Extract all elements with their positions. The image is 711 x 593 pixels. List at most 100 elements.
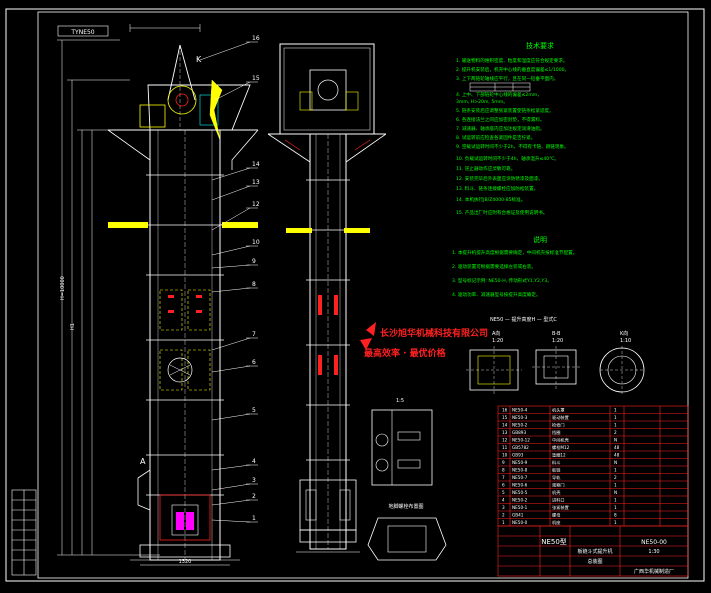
tech-item-12: 12. 安装完毕后外表面应涂防锈漆及面漆。: [456, 175, 543, 182]
tech-item-7: 7. 减速器、轴承座内应加注规定润滑油脂。: [456, 125, 545, 132]
bom-cell: NE50-2: [512, 423, 528, 428]
bom-cell: 16: [502, 408, 508, 413]
bom-cell: 11: [502, 445, 508, 450]
bom-cell: 12: [502, 438, 508, 443]
svg-text:H=10000: H=10000: [60, 276, 66, 300]
bom-cell: 螺栓M12: [552, 444, 570, 451]
note-4: 4. 驱动功率、减速器型号按提升高度确定。: [452, 291, 541, 298]
bom-cell: 48: [614, 453, 620, 458]
bom-cell: 1: [614, 468, 617, 473]
watermark-company: 长沙旭华机械科技有限公司: [380, 327, 488, 339]
svg-text:1320: 1320: [179, 559, 192, 565]
top-left-tag: TYNE50: [70, 29, 94, 36]
bom-cell: NE50-3: [512, 415, 528, 420]
tech-item-9: 9. 空载试运转时间不少于2h，不得有卡链、跳链现象。: [456, 143, 569, 150]
bom-cell: NE50-9: [512, 460, 528, 465]
bom-cell: 1: [614, 423, 617, 428]
title-sheet: 总装图: [587, 558, 602, 565]
bom-cell: 1: [614, 415, 617, 420]
bom-cell: 8: [502, 468, 505, 473]
bom-cell: 3: [502, 505, 505, 510]
label-k: K: [196, 55, 202, 64]
tech-item-5: 5. 链条安装后应调整张紧装置使链条松紧适度。: [456, 107, 554, 114]
bom-cell: 中间机壳: [552, 437, 570, 444]
part-no-2: 2: [252, 493, 256, 500]
bom-cell: 2: [614, 475, 617, 480]
bom-cell: 14: [502, 423, 508, 428]
section-c-label: K向: [620, 330, 628, 337]
tech-title: 技术要求: [526, 41, 554, 50]
bom-cell: GB41: [512, 513, 524, 518]
tech-requirements: 技术要求 1. 输送物料的堆积密度、粒度和温度应符合规定要求。 2. 提升机安装…: [452, 41, 577, 323]
title-drawing-no: NE50-00: [641, 539, 667, 546]
watermark: 长沙旭华机械科技有限公司 最高效率 · 最优价格: [360, 322, 488, 359]
label-a: A: [140, 457, 146, 466]
part-no-13: 13: [252, 179, 260, 186]
bom-cell: 1: [502, 520, 505, 525]
bom-cell: 检修门: [552, 422, 565, 429]
bom-cell: 1: [614, 483, 617, 488]
bom-cell: NE50-2: [512, 498, 528, 503]
bom-table: [497, 405, 689, 527]
bottom-view-label: 地脚螺栓布置图: [388, 503, 423, 510]
tech-item-15: 15. 产品出厂时应附有合格证及使用说明书。: [456, 209, 547, 216]
bom-cell: NE50-5: [512, 490, 528, 495]
title-scale: 1:30: [648, 549, 659, 555]
bom-cell: 48: [614, 445, 620, 450]
title-company: 广西华机械制造厂: [634, 568, 674, 575]
bom-cell: 5: [502, 490, 505, 495]
bom-cell: 1: [614, 505, 617, 510]
bom-cell: 9: [502, 460, 505, 465]
tech-item-4b: 3mm, H>20m, 5mm。: [456, 99, 508, 105]
title-model: NE50型: [541, 537, 567, 546]
bom-cell: 导轨: [552, 474, 561, 481]
section-a-scale: 1:20: [492, 338, 503, 344]
left-margin-grid: [11, 489, 37, 576]
bom-cell: 7: [502, 475, 505, 480]
bom-cell: 观察门: [552, 482, 565, 489]
bom-cell: 4: [502, 498, 505, 503]
bom-cell: 1: [614, 520, 617, 525]
bom-cell: 机头罩: [552, 407, 565, 414]
inner-frame: [37, 11, 689, 579]
bom-cell: GB893: [512, 430, 526, 435]
bom-cell: NE50-1: [512, 505, 528, 510]
bom-cell: 垫圈12: [552, 452, 566, 459]
notes-title: 说明: [533, 235, 547, 244]
bom-cell: 驱动装置: [552, 414, 569, 421]
bom-cell: N: [614, 490, 617, 495]
note-2: 2. 驱动装置可根据需要选择左装或右装。: [452, 263, 536, 270]
section-b-scale: 1:20: [552, 338, 563, 344]
bom-cell: 10: [502, 453, 508, 458]
part-no-9: 9: [252, 258, 256, 265]
bom-cell: 螺母: [552, 512, 560, 519]
tech-item-14: 14. 本机执行JB/Z4000-85标准。: [456, 196, 525, 203]
section-c-scale: 1:10: [620, 338, 631, 344]
tech-item-10: 10. 负载试运转时间不少于4h，轴承温升≤40℃。: [456, 155, 559, 162]
part-numbers: 16 15 14 13 12 10 9 8 7 6 5 4 3 2 1: [252, 35, 260, 522]
bom-cell: 2: [614, 430, 617, 435]
note-3: 3. 型号标记示例: NE50-H, 传动形式Y1,Y2,Y3。: [452, 277, 552, 284]
bom-cell: 1: [614, 408, 617, 413]
bom-cell: 挡圈: [552, 429, 560, 436]
part-no-15: 15: [252, 75, 260, 82]
bom-cell: 进料口: [552, 497, 565, 504]
part-no-5: 5: [252, 407, 256, 414]
bom-cell: NE50-0: [512, 520, 528, 525]
part-no-3: 3: [252, 477, 256, 484]
side-view: [267, 43, 387, 553]
note-1: 1. 本提升机提升高度根据需要确定，中间机壳按标准节配置。: [452, 249, 577, 256]
tech-item-3: 3. 上下两链轮轴线应平行，且在同一铅垂平面内。: [456, 75, 558, 82]
bom-cell: 1: [614, 498, 617, 503]
title-block: [497, 525, 689, 577]
bom-cell: 15: [502, 415, 508, 420]
part-no-4: 4: [252, 458, 256, 465]
tech-item-2: 2. 提升机安装后，机壳中心线的垂直度偏差≤1/1000。: [456, 66, 569, 73]
bom-cell: N: [614, 460, 617, 465]
front-view: H=10000 H1: [57, 24, 259, 566]
bom-cell: 板链: [552, 467, 561, 474]
title-name: 板链斗式提升机: [577, 548, 612, 555]
part-no-1: 1: [252, 515, 256, 522]
